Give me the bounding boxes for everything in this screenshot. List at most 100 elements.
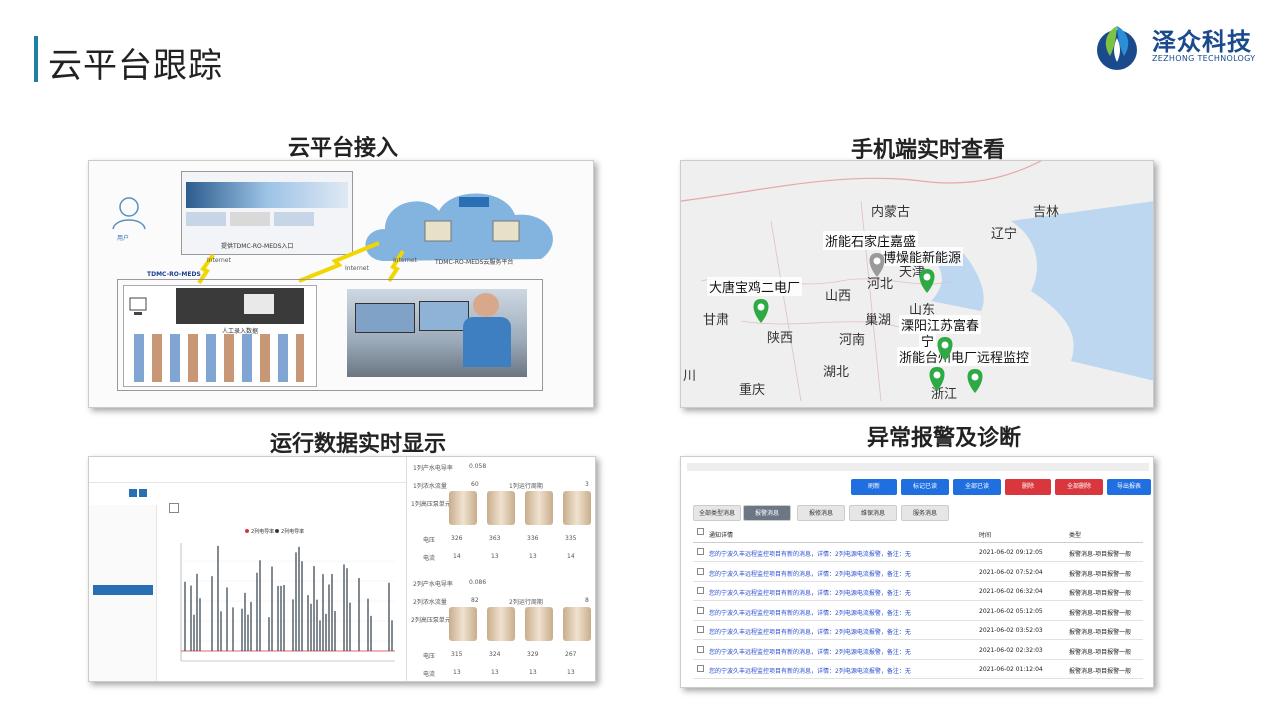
row-checkbox[interactable] — [697, 645, 704, 653]
toolbar-button[interactable]: 导出报表 — [1107, 479, 1151, 495]
pump-cylinder-icon[interactable] — [525, 491, 553, 525]
company-logo: 泽众科技 ZEZHONG TECHNOLOGY — [1088, 16, 1258, 72]
map-province-label: 河北 — [867, 277, 894, 292]
header-detail: 通知详情 — [709, 532, 734, 539]
map-pins — [753, 253, 983, 393]
legend-label: 2列电导率 — [251, 528, 274, 535]
chart-axes — [180, 543, 395, 662]
toolbar-button[interactable]: 全部已读 — [953, 479, 1001, 495]
map-province-label: 川 — [683, 369, 697, 384]
metric-value: 60 — [471, 481, 479, 488]
tree-item-selected[interactable] — [93, 585, 153, 595]
current-value: 13 — [567, 669, 575, 676]
app-top-nav — [89, 467, 407, 483]
row-time: 2021-06-02 02:32:03 — [979, 646, 1043, 654]
metric-value: 0.058 — [469, 463, 487, 470]
map-pin-icon — [753, 299, 769, 323]
row-detail-link[interactable]: 您的宁波久丰远程监控项目有新的消息，详情：2列电源电流报警，备注：无 — [709, 609, 911, 617]
voltage-value: 336 — [527, 535, 539, 542]
table-row[interactable]: 您的宁波久丰远程监控项目有新的消息，详情：2列电源电流报警，备注：无 2021-0… — [693, 641, 1143, 660]
filter-icon[interactable] — [139, 489, 147, 497]
map-province-label: 重庆 — [739, 383, 766, 398]
row-checkbox[interactable] — [697, 606, 704, 614]
pump-cylinder-icon[interactable] — [487, 491, 515, 525]
message-type-tab[interactable]: 报警消息 — [743, 505, 791, 521]
diagram-label-portal: 提供TDMC-RO-MEDS入口 — [221, 243, 294, 250]
chart-toggle-icon[interactable] — [169, 503, 179, 513]
pump-cylinder-icon[interactable] — [563, 491, 591, 525]
map-site-label[interactable]: 溧阳江苏富春 — [899, 315, 982, 334]
pump-cylinder-icon[interactable] — [525, 607, 553, 641]
map-pin-icon — [919, 269, 935, 293]
table-row[interactable]: 您的宁波久丰远程监控项目有新的消息，详情：2列电源电流报警，备注：无 2021-0… — [693, 602, 1143, 621]
current-value: 13 — [491, 669, 499, 676]
user-icon — [112, 197, 146, 230]
row-checkbox[interactable] — [697, 567, 704, 575]
legend-marker — [245, 529, 249, 533]
current-value: 14 — [453, 553, 461, 560]
legend-label: 2列电导率 — [281, 528, 304, 535]
map-site-label[interactable]: 浙能石家庄嘉盛 — [823, 231, 919, 250]
trend-chart-window: 2列电导率 2列电导率 — [89, 457, 407, 681]
pump-cylinder-icon[interactable] — [563, 607, 591, 641]
row-detail-link[interactable]: 您的宁波久丰远程监控项目有新的消息，详情：2列电源电流报警，备注：无 — [709, 551, 911, 558]
row-checkbox[interactable] — [697, 548, 704, 555]
message-type-tab[interactable]: 服务消息 — [901, 505, 949, 521]
row-time: 2021-06-02 05:12:05 — [979, 607, 1043, 615]
pump-cylinder-icon[interactable] — [449, 607, 477, 641]
row-checkbox[interactable] — [697, 587, 704, 594]
search-icon[interactable] — [129, 489, 137, 497]
voltage-value: 315 — [451, 651, 463, 658]
row-checkbox[interactable] — [697, 665, 704, 672]
map-pin-icon — [967, 369, 983, 393]
toolbar-button[interactable]: 刷新 — [851, 479, 897, 495]
map-site-label[interactable]: 博燥能新能源 — [881, 247, 964, 266]
voltage-value: 326 — [451, 535, 463, 542]
pump-cylinder-icon[interactable] — [449, 491, 477, 525]
toolbar-button[interactable]: 标记已读 — [901, 479, 949, 495]
message-type-tab[interactable]: 全部类型消息 — [693, 505, 741, 521]
map-province-label: 陕西 — [767, 331, 794, 346]
map-site-label[interactable]: 宁 — [919, 331, 937, 350]
header-time: 时间 — [979, 532, 992, 539]
page-title: 云平台跟踪 — [48, 46, 223, 86]
diagram-label-user: 用户 — [117, 235, 130, 242]
row-detail-link[interactable]: 您的宁波久丰远程监控项目有新的消息，详情：2列电源电流报警，备注：无 — [709, 570, 911, 578]
map-site-label[interactable]: 浙能台州电厂远程监控 — [897, 347, 1032, 366]
current-label: 电流 — [423, 671, 436, 678]
toolbar-button[interactable]: 全部删除 — [1055, 479, 1103, 495]
row-detail-link[interactable]: 您的宁波久丰远程监控项目有新的消息，详情：2列电源电流报警，备注：无 — [709, 629, 911, 636]
section-title-alarm-diagnosis: 异常报警及诊断 — [866, 426, 1021, 451]
pump-cylinder-icon[interactable] — [487, 607, 515, 641]
toolbar-button[interactable]: 删除 — [1005, 479, 1051, 495]
row-checkbox[interactable] — [697, 626, 704, 633]
lightning-connector-icon — [197, 241, 405, 285]
row-detail-link[interactable]: 您的宁波久丰远程监控项目有新的消息，详情：2列电源电流报警，备注：无 — [709, 590, 911, 597]
diagram-label-system: TDMC-RO-MEDS — [147, 271, 201, 278]
message-type-tab[interactable]: 维保消息 — [849, 505, 897, 521]
title-accent-bar — [34, 36, 38, 82]
computer-icon — [129, 297, 147, 315]
cloud-access-diagram: 用户 提供TDMC-RO-MEDS入口 TDMC-RO-MEDS云服务平台 In… — [88, 160, 594, 408]
row-detail-link[interactable]: 您的宁波久丰远程监控项目有新的消息，详情：2列电源电流报警，备注：无 — [709, 648, 911, 656]
metric-label: 2列产水电导率 — [413, 581, 453, 588]
row-detail-link[interactable]: 您的宁波久丰远程监控项目有新的消息，详情：2列电源电流报警，备注：无 — [709, 668, 911, 675]
metric-value: 8 — [585, 597, 589, 604]
control-room-photo — [347, 289, 527, 377]
select-all-checkbox[interactable] — [697, 528, 704, 535]
voltage-value: 267 — [565, 651, 577, 658]
current-label: 电流 — [423, 555, 436, 562]
current-value: 13 — [529, 669, 537, 676]
row-type: 报警消息-项目报警一般 — [1069, 668, 1132, 675]
current-value: 13 — [453, 669, 461, 676]
map-site-label[interactable]: 大唐宝鸡二电厂 — [707, 277, 803, 296]
table-header: 通知详情 时间 类型 — [693, 523, 1143, 543]
message-type-tab[interactable]: 报修消息 — [797, 505, 845, 521]
map-province-label: 浙江 — [931, 387, 958, 402]
